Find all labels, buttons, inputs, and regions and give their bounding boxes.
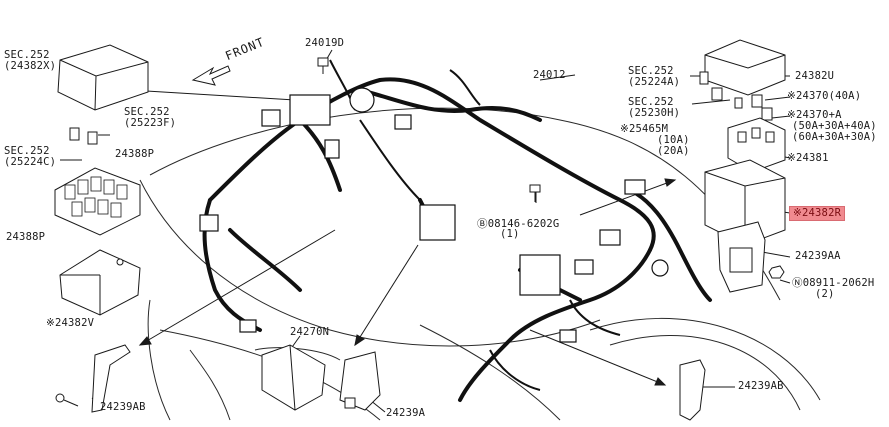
relay-25223f [69, 127, 98, 145]
label-24382r-highlighted[interactable]: ※24382R [789, 206, 846, 221]
label-24239a[interactable]: 24239A [386, 407, 426, 419]
label-sec252-24382x[interactable]: SEC.252 (24382X) [4, 49, 57, 72]
label-24388p-b[interactable]: 24388P [6, 231, 46, 243]
body-outline [139, 179, 601, 347]
label-sec252-25224c[interactable]: SEC.252 (25224C) [4, 145, 57, 168]
fuse-block-24388p [54, 167, 141, 236]
label-25465m-sub: (10A) (20A) [657, 134, 690, 157]
connectors [199, 87, 669, 343]
bracket-24239ab-left [55, 344, 131, 413]
bracket-24239aa [717, 221, 766, 293]
clip-24019d [317, 57, 329, 74]
fuse-24370 [734, 94, 773, 121]
label-24382v[interactable]: ※24382V [46, 317, 95, 329]
label-24388p-a[interactable]: 24388P [115, 148, 155, 160]
label-sec252-25224a[interactable]: SEC.252 (25224A) [628, 65, 681, 88]
label-08146[interactable]: Ⓑ08146-6202G [477, 218, 560, 230]
label-24381[interactable]: ※24381 [787, 152, 829, 164]
bracket-24270n [261, 344, 326, 411]
bracket-24239ab-right [679, 359, 706, 421]
label-08146-qty: (1) [500, 228, 520, 240]
label-24370a[interactable]: ※24370+A [787, 109, 842, 121]
label-24239ab-left[interactable]: 24239AB [100, 401, 146, 413]
label-08911[interactable]: Ⓝ08911-2062H [792, 277, 875, 289]
bolt-08146 [529, 184, 541, 202]
cover-24382u [704, 39, 786, 96]
label-24019d[interactable]: 24019D [305, 37, 345, 49]
fuse-25224a [699, 71, 709, 85]
label-24239ab-right[interactable]: 24239AB [738, 380, 784, 392]
label-sec252-25223f[interactable]: SEC.252 (25223F) [124, 106, 177, 129]
front-arrow [191, 65, 231, 86]
label-24370-40a[interactable]: ※24370(40A) [787, 90, 862, 102]
fuse-box-cover-24382x [57, 44, 149, 111]
label-08911-qty: (2) [815, 288, 835, 300]
label-24382u[interactable]: 24382U [795, 70, 835, 82]
wheel-arch [589, 318, 821, 401]
bracket-24239a [339, 351, 381, 411]
wheel-arch-inner [609, 334, 801, 411]
box-24382r [704, 159, 786, 246]
label-24239aa[interactable]: 24239AA [795, 250, 841, 262]
label-24370a-sub: (50A+30A+40A) (60A+30A+30A) [792, 120, 877, 143]
harness-branches [329, 59, 621, 391]
label-25465m[interactable]: ※25465M [620, 123, 669, 135]
label-24270n[interactable]: 24270N [290, 326, 330, 338]
block-24381 [727, 117, 786, 173]
fuse-25230h [711, 87, 723, 101]
label-sec252-25230h[interactable]: SEC.252 (25230H) [628, 96, 681, 119]
label-24012[interactable]: 24012 [533, 69, 566, 81]
bumper-outline [147, 299, 171, 421]
bracket-24382v [59, 249, 141, 316]
nut-08911 [768, 265, 785, 279]
